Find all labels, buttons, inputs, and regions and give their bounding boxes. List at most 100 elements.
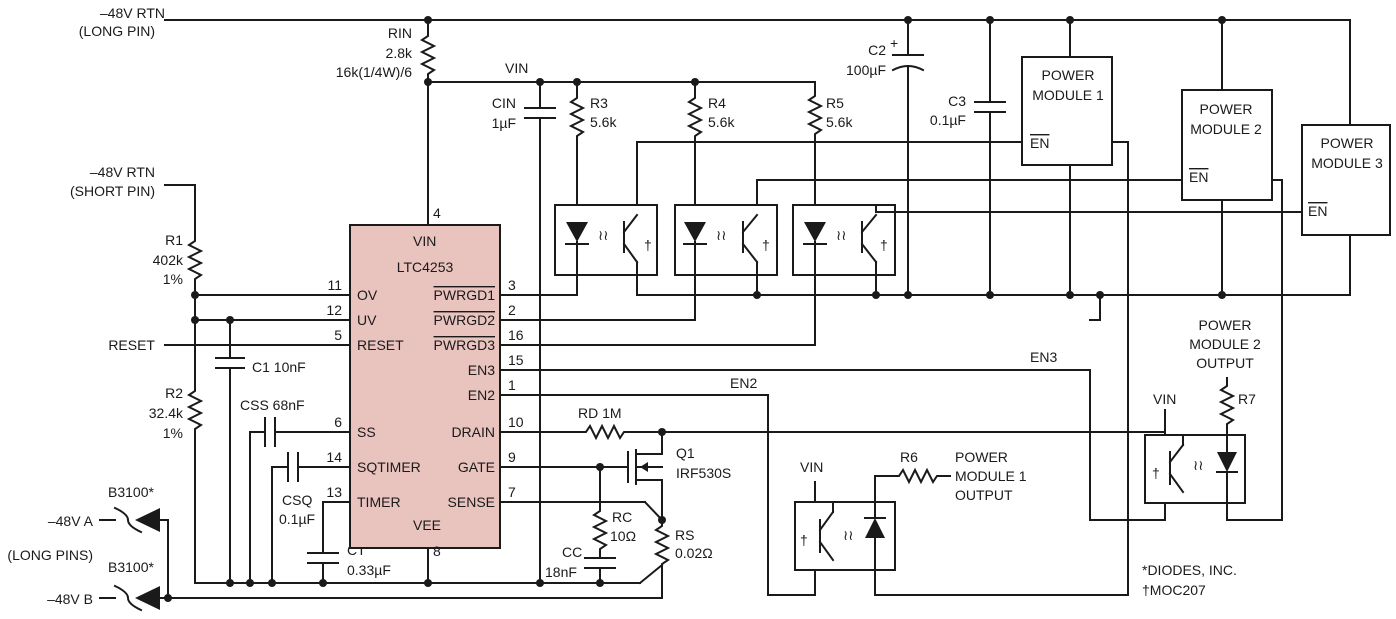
svg-text:≀≀: ≀≀ xyxy=(598,227,609,243)
input-a-label: –48V A xyxy=(48,513,94,529)
c1-label: C1 10nF xyxy=(252,359,306,375)
c1-capacitor xyxy=(215,319,245,584)
rc-value: 10Ω xyxy=(610,528,636,544)
rc-label: RC xyxy=(612,509,632,525)
junction xyxy=(164,594,172,602)
rtn-long-label-1: –48V RTN xyxy=(100,5,165,21)
pin-ov-label: OV xyxy=(357,287,378,303)
css-label: CSS 68nF xyxy=(240,397,305,413)
r7-label: R7 xyxy=(1238,391,1256,407)
r1-label: R1 xyxy=(165,232,183,248)
pm1-title-1: POWER xyxy=(1042,67,1095,83)
opto-dagger: † xyxy=(762,237,770,253)
q1-mosfet xyxy=(499,431,663,521)
pm2-title-2: MODULE 2 xyxy=(1190,121,1262,137)
pin-timer-label: TIMER xyxy=(357,494,401,510)
pin-ss-num: 6 xyxy=(334,414,342,430)
c3-value: 0.1µF xyxy=(930,112,966,128)
diode-b3100-b xyxy=(99,584,663,612)
rtn-long-rail xyxy=(164,19,1351,126)
r1-value: 402k xyxy=(153,252,184,268)
opto-dagger: † xyxy=(1152,465,1160,481)
pm3-en: EN xyxy=(1308,203,1327,219)
pin-pwrgd3-num: 16 xyxy=(508,327,524,343)
r2-value: 32.4k xyxy=(149,405,184,421)
junction xyxy=(319,579,327,587)
rin-value-2: 16k(1/4W)/6 xyxy=(336,64,412,80)
junction xyxy=(986,291,994,299)
q1-part: IRF530S xyxy=(676,465,731,481)
r3-resistor xyxy=(570,81,584,216)
r5-value: 5.6k xyxy=(826,114,853,130)
rs-value: 0.02Ω xyxy=(675,545,713,561)
csq-capacitor xyxy=(271,452,351,584)
input-b-label: –48V B xyxy=(47,591,93,607)
junction xyxy=(246,579,254,587)
junction xyxy=(268,579,276,587)
csq-label: CSQ xyxy=(282,492,312,508)
rd-resistor xyxy=(499,425,1166,439)
rs-resistor xyxy=(499,500,669,599)
rd-label: RD 1M xyxy=(578,405,622,421)
pin-ss-label: SS xyxy=(357,424,376,440)
q1-label: Q1 xyxy=(676,445,695,461)
optocoupler-2: ≀≀ † xyxy=(674,179,778,321)
r2-tol: 1% xyxy=(163,425,183,441)
ic-vin: VIN xyxy=(413,233,436,249)
rin-label: RIN xyxy=(388,25,412,41)
pin-reset-num: 5 xyxy=(334,327,342,343)
pin-en2-label: EN2 xyxy=(468,387,495,403)
pin-pwrgd1-label: PWRGD1 xyxy=(434,287,496,303)
pin-uv-label: UV xyxy=(357,312,377,328)
pin-sense-num: 7 xyxy=(508,484,516,500)
rtn-short-label-1: –48V RTN xyxy=(90,164,155,180)
r2-label: R2 xyxy=(165,385,183,401)
vin-r7-label: VIN xyxy=(1153,391,1176,407)
en-pm1-drain-return xyxy=(1089,294,1101,321)
pm2-output-1: POWER xyxy=(1199,317,1252,333)
optocoupler-5: ≀≀ † xyxy=(1089,409,1283,521)
rs-label: RS xyxy=(675,527,694,543)
pin-gate-num: 9 xyxy=(508,449,516,465)
pm2-title-1: POWER xyxy=(1200,101,1253,117)
cin-value: 1µF xyxy=(492,115,516,131)
rin-resistor xyxy=(421,19,435,226)
r3-value: 5.6k xyxy=(590,114,617,130)
ct-capacitor xyxy=(307,501,351,584)
svg-text:≀≀: ≀≀ xyxy=(1193,457,1204,473)
pin-timer-num: 13 xyxy=(326,484,342,500)
svg-text:+: + xyxy=(890,35,898,51)
pm2-output-2: MODULE 2 xyxy=(1189,336,1261,352)
opto-dagger: † xyxy=(880,237,888,253)
long-pins-label: (LONG PINS) xyxy=(7,547,93,563)
rtn-short-label-2: (SHORT PIN) xyxy=(70,183,155,199)
junction xyxy=(872,291,880,299)
pin-en3-num: 15 xyxy=(508,352,524,368)
pm2-en: EN xyxy=(1189,169,1208,185)
junction xyxy=(1218,291,1226,299)
vin-bus xyxy=(427,81,816,91)
junction xyxy=(424,579,432,587)
r3-label: R3 xyxy=(590,95,608,111)
pin-pwrgd2-num: 2 xyxy=(508,302,516,318)
r1-tol: 1% xyxy=(163,271,183,287)
pin-drain-label: DRAIN xyxy=(451,424,495,440)
pin-pwrgd3-label: PWRGD3 xyxy=(434,337,496,353)
r6-resistor xyxy=(874,469,951,483)
en2-label: EN2 xyxy=(730,375,757,391)
ic-name: LTC4253 xyxy=(397,259,454,275)
vin-r6-label: VIN xyxy=(800,459,823,475)
cc-value: 18nF xyxy=(545,564,577,580)
r7-resistor xyxy=(1220,377,1234,431)
r5-label: R5 xyxy=(826,95,844,111)
r4-label: R4 xyxy=(708,95,726,111)
c2-label: C2 xyxy=(868,42,886,58)
pm1-output-3: OUTPUT xyxy=(955,487,1013,503)
r4-value: 5.6k xyxy=(708,114,735,130)
en2-wire xyxy=(499,394,816,596)
optocoupler-3: ≀≀ † xyxy=(792,204,896,346)
en3-wire xyxy=(499,369,1091,521)
reset-label: RESET xyxy=(108,337,155,353)
junction xyxy=(1066,291,1074,299)
optocoupler-4: ≀≀ † xyxy=(794,475,1129,596)
